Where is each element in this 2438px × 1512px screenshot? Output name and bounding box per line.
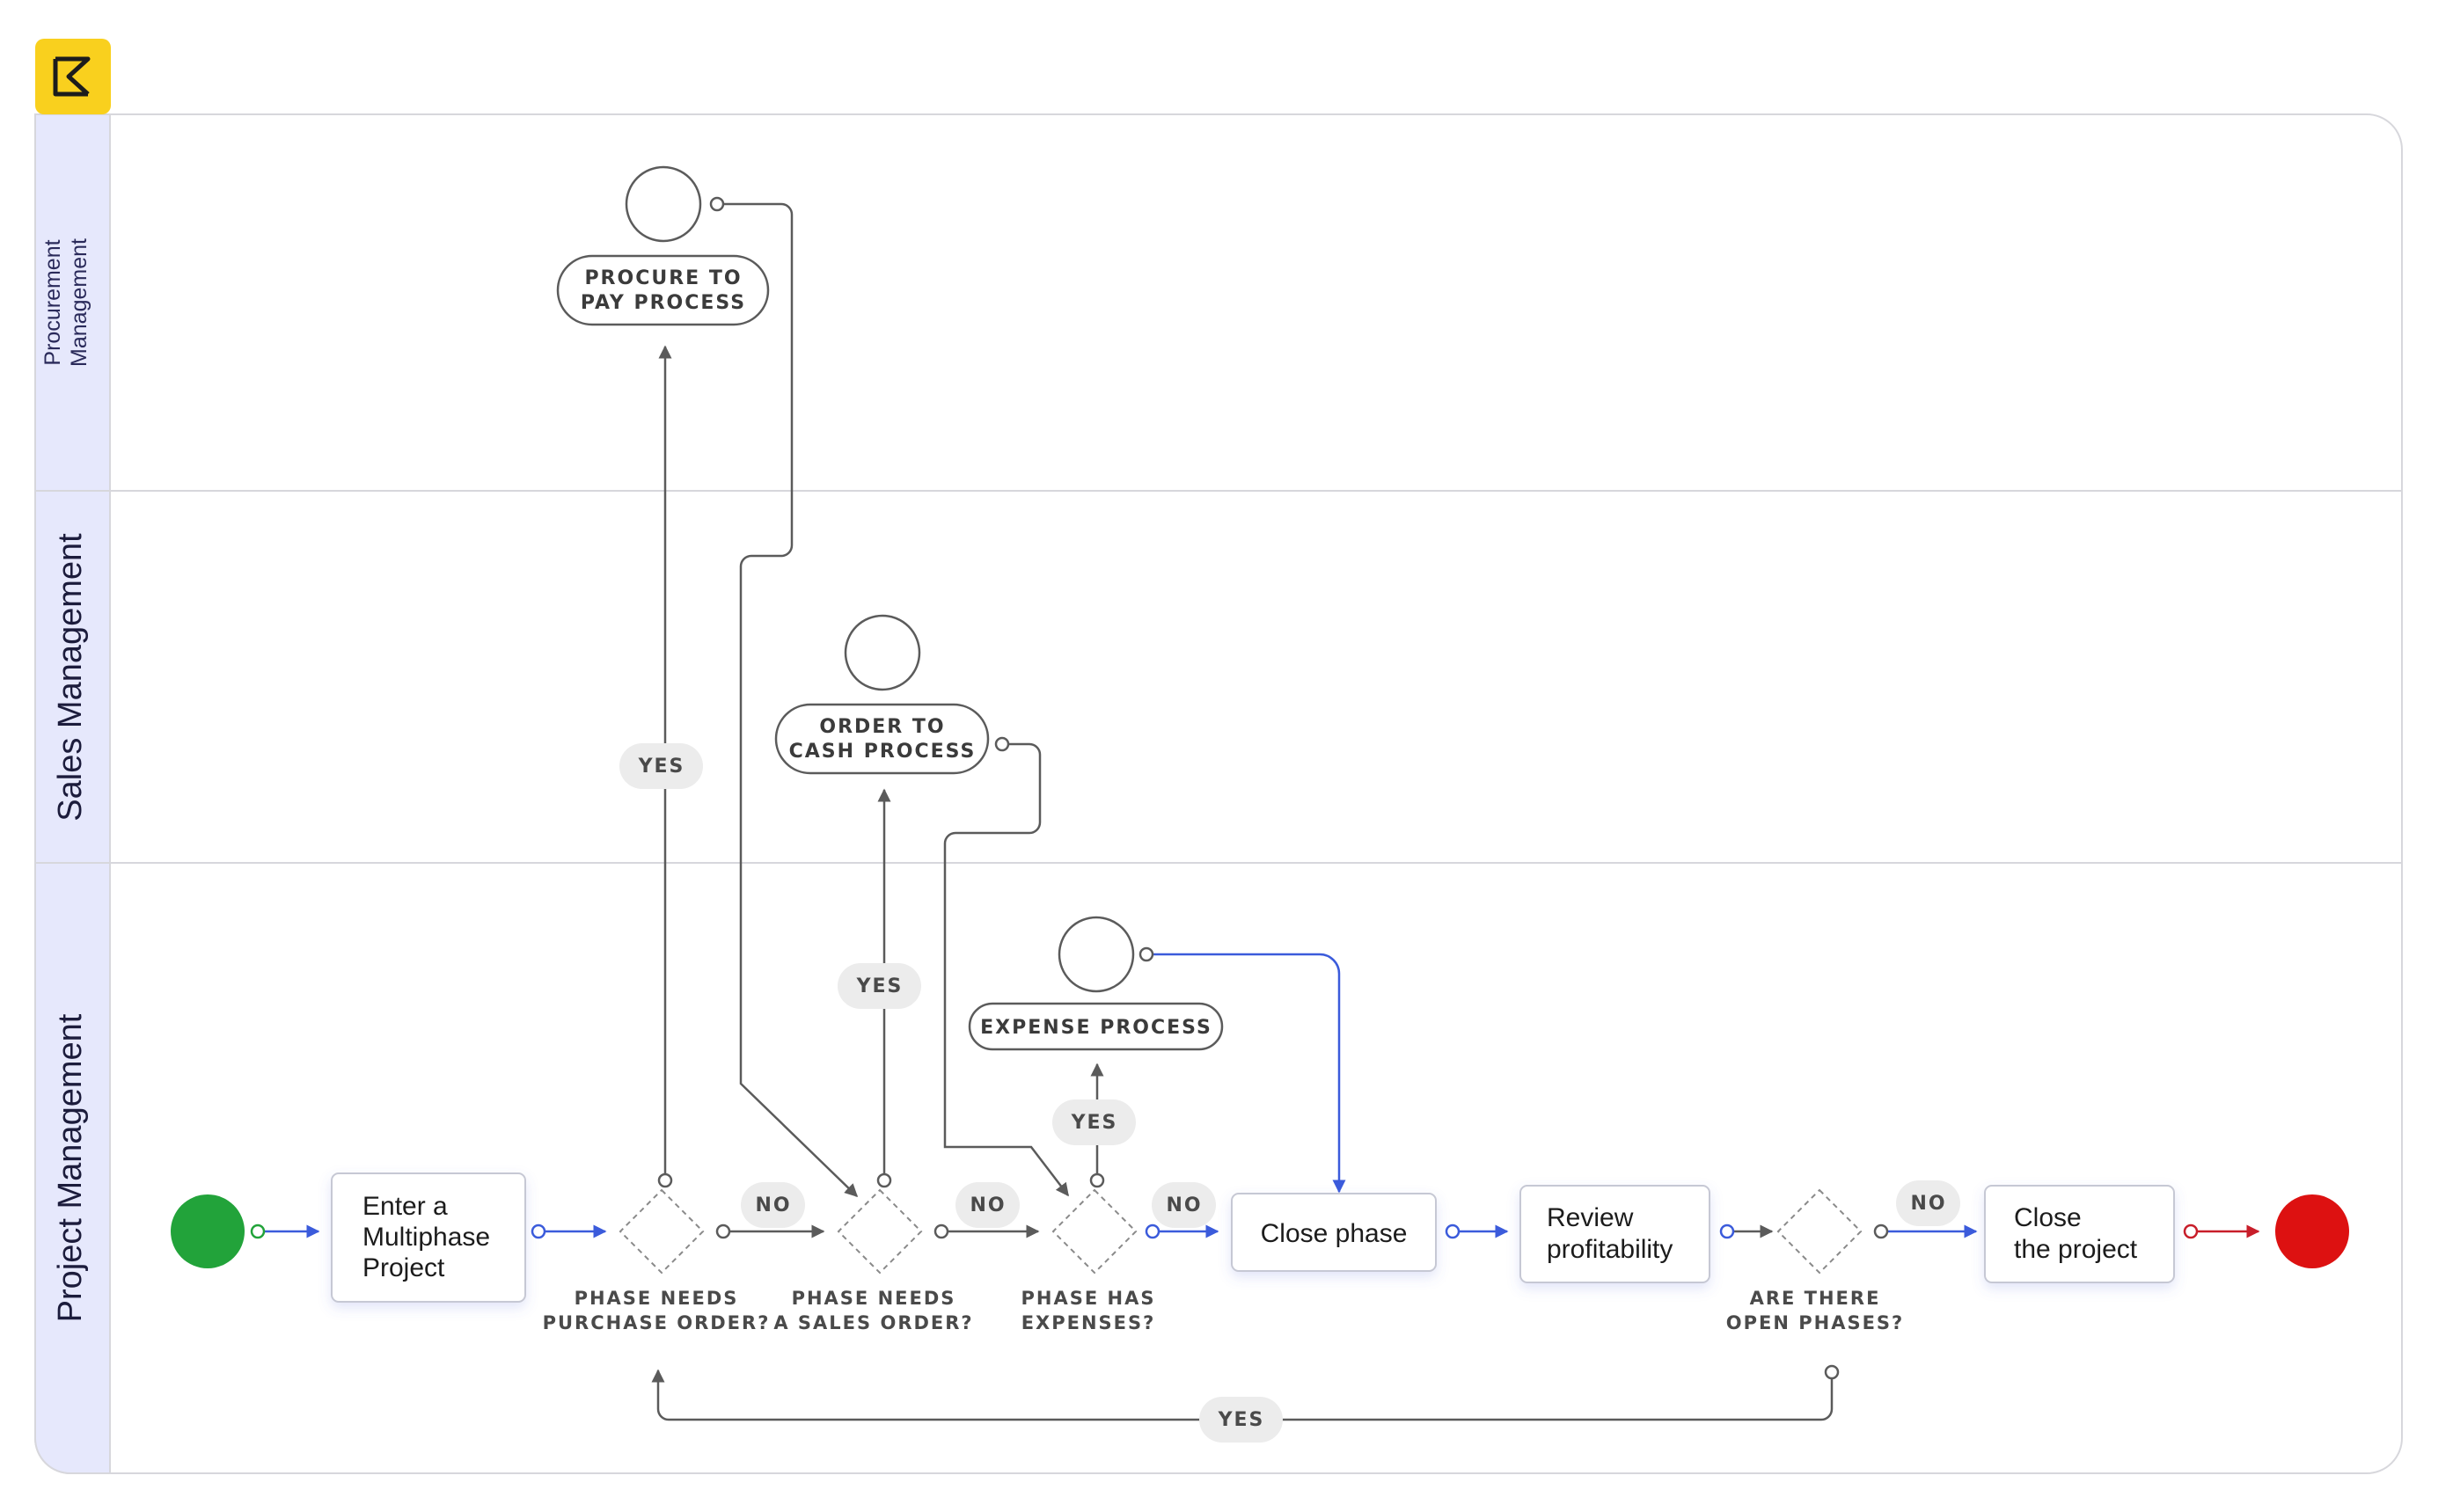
gateway-label: ARE THERE <box>1750 1288 1881 1309</box>
gateway-label: PHASE HAS <box>1021 1288 1156 1309</box>
expense-event[interactable] <box>1058 916 1135 993</box>
edge-label-yes-expense: YES <box>1052 1099 1136 1145</box>
port <box>994 736 1010 752</box>
gateway-sales-order[interactable]: PHASE NEEDS A SALES ORDER? <box>773 1188 973 1333</box>
gateway-purchase-order[interactable]: PHASE NEEDS PURCHASE ORDER? <box>543 1188 771 1333</box>
gateway-label: PHASE NEEDS <box>792 1288 956 1309</box>
gateway-label: PHASE NEEDS <box>575 1288 739 1309</box>
port <box>1873 1223 1889 1239</box>
svg-text:NO: NO <box>1910 1193 1946 1215</box>
procure-event[interactable] <box>625 165 702 243</box>
task-review-profitability[interactable]: Review profitability <box>1519 1185 1710 1283</box>
task-close-project[interactable]: Close the project <box>1984 1185 2175 1283</box>
port <box>1719 1223 1735 1239</box>
svg-text:YES: YES <box>638 756 685 778</box>
port <box>876 1172 892 1188</box>
task-label: Enter a <box>362 1192 448 1221</box>
task-label: the project <box>2014 1235 2138 1264</box>
svg-text:YES: YES <box>1071 1112 1118 1134</box>
port <box>1824 1364 1840 1380</box>
svg-text:NO: NO <box>1166 1194 1202 1216</box>
task-label: profitability <box>1547 1235 1673 1264</box>
edge-label-no-4: NO <box>1896 1180 1960 1226</box>
end-event[interactable] <box>2275 1194 2349 1268</box>
gateway-expenses[interactable]: PHASE HAS EXPENSES? <box>1021 1188 1156 1333</box>
svg-text:NO: NO <box>970 1194 1006 1216</box>
port <box>250 1223 266 1239</box>
start-event[interactable] <box>171 1194 245 1268</box>
edge-label-yes-order: YES <box>838 963 921 1009</box>
port <box>709 196 725 212</box>
gateway-label: PURCHASE ORDER? <box>543 1312 771 1333</box>
lane-header-column <box>34 113 111 1474</box>
port <box>1138 946 1154 962</box>
lane-label-line: Management <box>67 238 92 367</box>
edge-label-yes-procure: YES <box>619 743 703 789</box>
port <box>1445 1223 1461 1239</box>
subprocess-expense[interactable]: EXPENSE PROCESS <box>968 1002 1224 1051</box>
gateway-label: A SALES ORDER? <box>773 1312 973 1333</box>
gateway-label: EXPENSES? <box>1021 1312 1156 1333</box>
subprocess-label: PROCURE TO <box>584 267 742 289</box>
port <box>715 1223 731 1239</box>
subprocess-label: EXPENSE PROCESS <box>980 1017 1212 1039</box>
lane-project-label: Project Management <box>52 1013 89 1322</box>
edge-label-no-3: NO <box>1152 1182 1216 1228</box>
task-label: Project <box>362 1253 445 1282</box>
brand-logo-icon[interactable] <box>35 39 111 114</box>
port <box>933 1223 949 1239</box>
svg-text:YES: YES <box>856 975 904 997</box>
subprocess-procure-to-pay[interactable]: PROCURE TO PAY PROCESS <box>556 254 770 326</box>
lane-procurement: Procurement Management <box>40 238 92 367</box>
flow-order-return <box>943 742 1069 1197</box>
port <box>1089 1172 1105 1188</box>
lane-label-line: Procurement <box>40 239 65 365</box>
task-label: Close <box>2014 1203 2082 1232</box>
flow-expense-return <box>1151 953 1346 1194</box>
task-label: Multiphase <box>362 1223 490 1252</box>
task-label: Review <box>1547 1203 1634 1232</box>
task-close-phase[interactable]: Close phase <box>1231 1193 1437 1272</box>
port <box>657 1172 673 1188</box>
port <box>531 1223 546 1239</box>
gateway-label: OPEN PHASES? <box>1726 1312 1904 1333</box>
lane-sales-label: Sales Management <box>52 533 89 822</box>
svg-text:YES: YES <box>1218 1409 1265 1431</box>
port <box>1145 1223 1160 1239</box>
port <box>2183 1223 2199 1239</box>
subprocess-label: PAY PROCESS <box>581 292 746 314</box>
edge-label-no-2: NO <box>955 1182 1020 1228</box>
gateway-open-phases[interactable]: ARE THERE OPEN PHASES? <box>1726 1188 1904 1333</box>
svg-text:NO: NO <box>755 1194 791 1216</box>
flow-procure-return <box>721 202 859 1198</box>
subprocess-label: CASH PROCESS <box>789 741 977 763</box>
subprocess-order-to-cash[interactable]: ORDER TO CASH PROCESS <box>774 703 990 775</box>
edge-label-no-1: NO <box>741 1182 805 1228</box>
task-label: Close phase <box>1261 1219 1408 1248</box>
task-enter-project[interactable]: Enter a Multiphase Project <box>331 1172 526 1303</box>
subprocess-label: ORDER TO <box>819 716 945 738</box>
order-event[interactable] <box>844 614 921 691</box>
edge-label-yes-loop: YES <box>1199 1397 1283 1443</box>
